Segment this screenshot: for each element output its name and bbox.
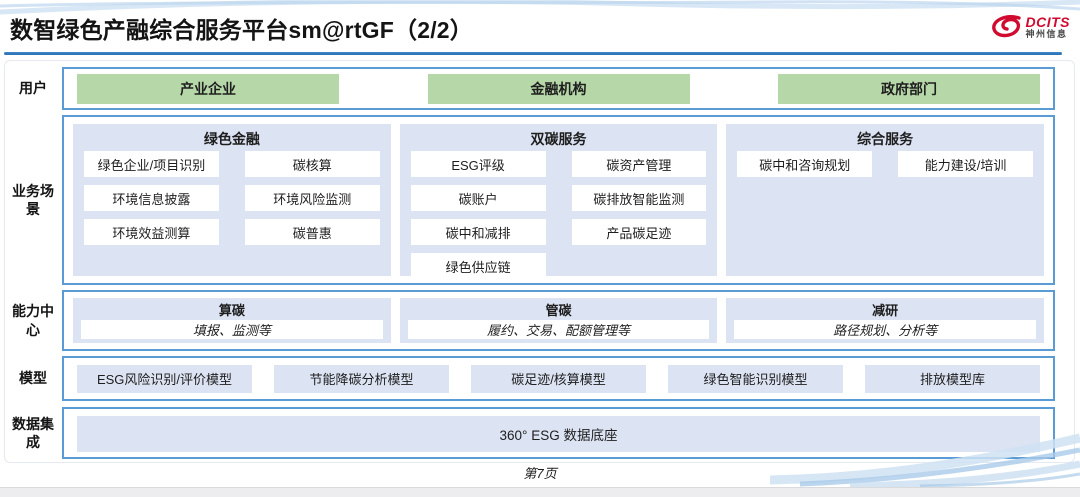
layer-label-models: 模型 bbox=[19, 370, 47, 387]
user-group-industry: 产业企业 bbox=[77, 73, 339, 104]
bottom-bar bbox=[0, 487, 1080, 497]
model-item: ESG风险识别/评价模型 bbox=[77, 364, 252, 393]
layer-label-data-integration: 数据集成 bbox=[12, 415, 54, 450]
capability-desc: 路径规划、分析等 bbox=[734, 320, 1037, 339]
scenario-item: 碳中和减排 bbox=[410, 219, 546, 245]
model-item: 排放模型库 bbox=[865, 364, 1040, 393]
capabilities-layer: 算碳 填报、监测等 管碳 履约、交易、配额管理等 减研 路径规划、分析等 bbox=[62, 290, 1055, 351]
scenario-item: ESG评级 bbox=[410, 151, 546, 177]
capability-desc: 履约、交易、配额管理等 bbox=[407, 320, 710, 339]
scenario-item: 碳排放智能监测 bbox=[571, 185, 707, 211]
capability-desc: 填报、监测等 bbox=[81, 320, 383, 339]
model-item: 碳足迹/核算模型 bbox=[471, 364, 646, 393]
logo: DCITS 神州信息 bbox=[989, 13, 1071, 41]
user-group-government: 政府部门 bbox=[778, 73, 1040, 104]
page-title: 数智绿色产融综合服务平台sm@rtGF（2/2） bbox=[10, 17, 473, 43]
scenario-item: 碳资产管理 bbox=[571, 151, 707, 177]
models-layer: ESG风险识别/评价模型 节能降碳分析模型 碳足迹/核算模型 绿色智能识别模型 … bbox=[62, 356, 1055, 401]
scenario-item: 环境信息披露 bbox=[84, 185, 219, 211]
scenario-item: 碳普惠 bbox=[244, 219, 380, 245]
scenario-column-green-finance: 绿色金融 绿色企业/项目识别 碳核算 环境信息披露 环境风险监测 环境效益测算 … bbox=[73, 124, 391, 276]
model-item: 节能降碳分析模型 bbox=[274, 364, 449, 393]
scenario-item: 碳账户 bbox=[410, 185, 546, 211]
scenario-column-dual-carbon: 双碳服务 ESG评级 碳资产管理 碳账户 碳排放智能监测 碳中和减排 产品碳足迹… bbox=[399, 124, 718, 279]
scenario-item: 绿色企业/项目识别 bbox=[84, 151, 219, 177]
scenario-column-comprehensive: 综合服务 碳中和咨询规划 能力建设/培训 bbox=[726, 124, 1045, 276]
model-item: 绿色智能识别模型 bbox=[668, 364, 843, 393]
capability-title: 减研 bbox=[872, 303, 899, 318]
layer-label-users: 用户 bbox=[19, 80, 47, 97]
scenario-item: 产品碳足迹 bbox=[571, 219, 707, 245]
capability-title: 算碳 bbox=[218, 303, 245, 318]
logo-subtitle-text: 神州信息 bbox=[1025, 28, 1068, 39]
scenario-item: 绿色供应链 bbox=[410, 253, 546, 279]
layer-label-capabilities: 能力中心 bbox=[12, 303, 54, 338]
logo-brand-text: DCITS bbox=[1025, 13, 1070, 30]
page-number: 第7页 bbox=[523, 466, 557, 481]
scenario-item: 能力建设/培训 bbox=[898, 151, 1034, 177]
capability-reduce-research: 减研 路径规划、分析等 bbox=[726, 298, 1045, 343]
content-frame bbox=[4, 60, 1075, 463]
scenario-item: 碳中和咨询规划 bbox=[737, 151, 873, 177]
layer-label-scenarios: 业务场景 bbox=[12, 182, 54, 217]
capability-manage-carbon: 管碳 履约、交易、配额管理等 bbox=[399, 298, 718, 343]
capability-calc-carbon: 算碳 填报、监测等 bbox=[73, 298, 391, 343]
scenario-item: 环境效益测算 bbox=[84, 219, 219, 245]
data-foundation-item: 360° ESG 数据底座 bbox=[77, 416, 1040, 452]
dcits-logo-icon bbox=[991, 15, 1021, 38]
capability-title: 管碳 bbox=[545, 303, 572, 318]
users-layer: 产业企业 金融机构 政府部门 bbox=[62, 67, 1055, 110]
user-group-finance: 金融机构 bbox=[427, 73, 690, 104]
scenario-column-title: 双碳服务 bbox=[530, 131, 587, 147]
scenarios-layer: 绿色金融 绿色企业/项目识别 碳核算 环境信息披露 环境风险监测 环境效益测算 … bbox=[62, 115, 1055, 285]
title-underline bbox=[4, 52, 1062, 55]
scenario-item: 碳核算 bbox=[244, 151, 380, 177]
scenario-item: 环境风险监测 bbox=[244, 185, 380, 211]
data-integration-layer: 360° ESG 数据底座 bbox=[62, 407, 1055, 459]
scenario-column-title: 综合服务 bbox=[857, 131, 914, 147]
scenario-column-title: 绿色金融 bbox=[203, 131, 260, 147]
